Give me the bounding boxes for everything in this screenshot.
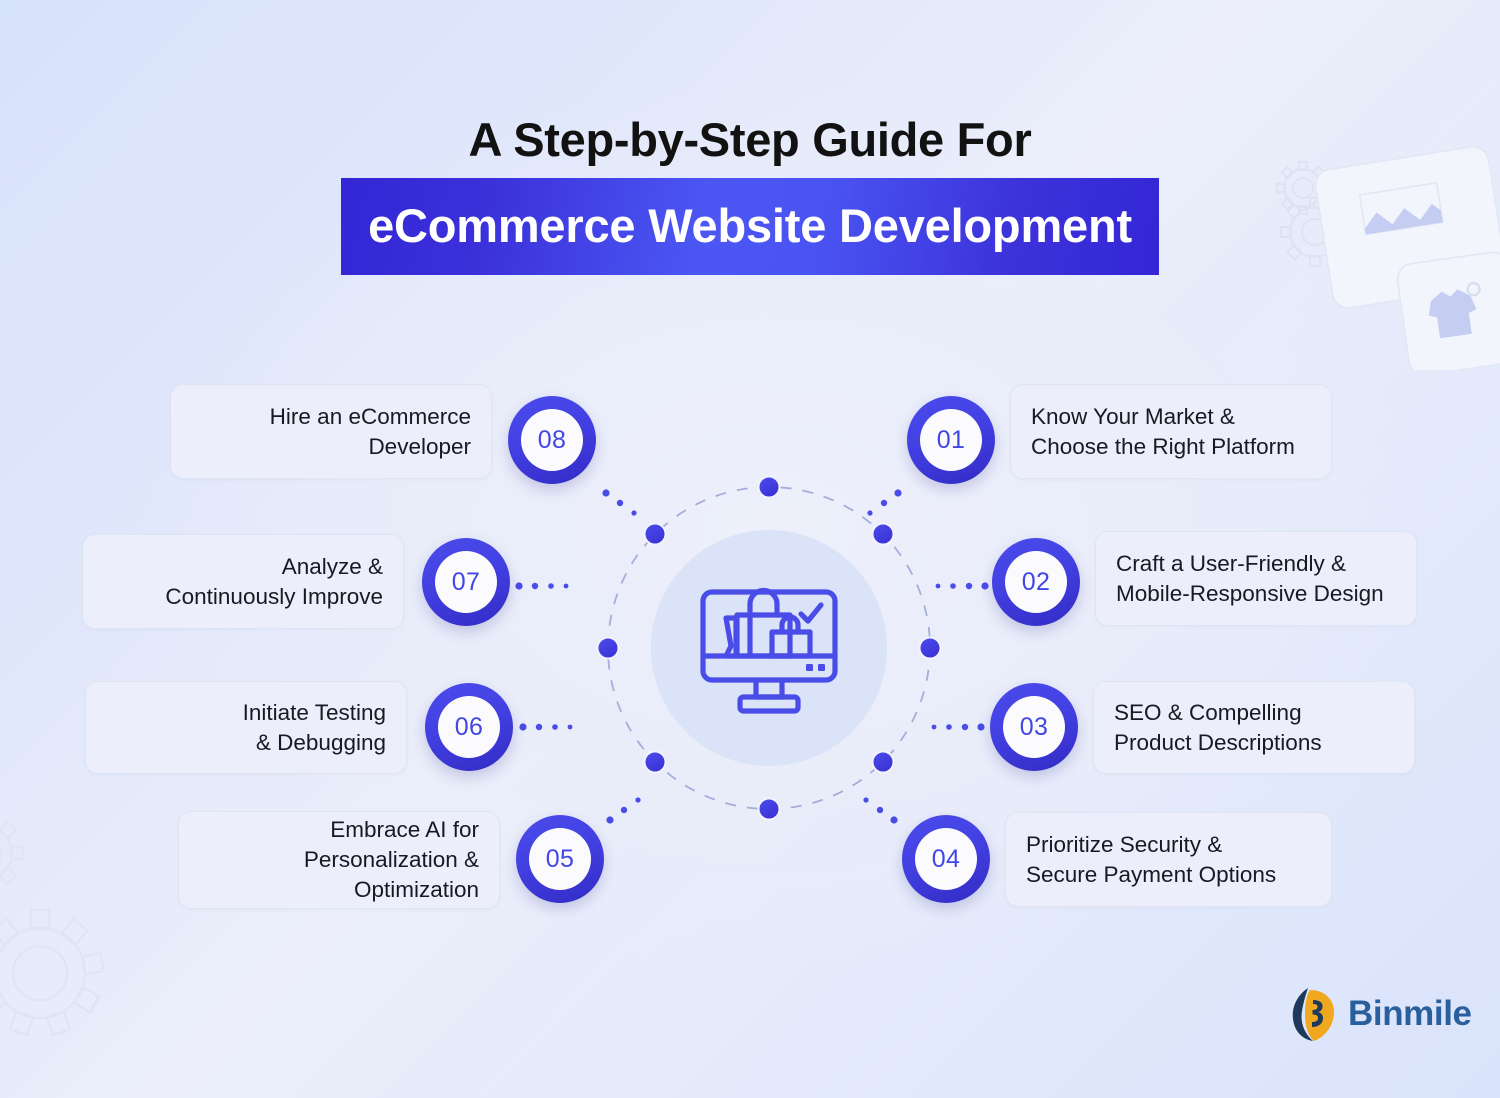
- step-card-01[interactable]: Know Your Market &Choose the Right Platf…: [1010, 384, 1332, 479]
- step-number-circle-05[interactable]: 05: [516, 815, 604, 903]
- brand-logo[interactable]: Binmile: [1288, 986, 1472, 1042]
- step-card-text-06: Initiate Testing& Debugging: [242, 699, 386, 755]
- binmile-b-logo-icon: [1292, 988, 1334, 1041]
- step-number-label-04: 04: [915, 828, 977, 890]
- step-number-label-05: 05: [529, 828, 591, 890]
- step-number-circle-07[interactable]: 07: [422, 538, 510, 626]
- step-number-label-07: 07: [435, 551, 497, 613]
- step-card-text-01: Know Your Market &Choose the Right Platf…: [1031, 403, 1295, 459]
- step-card-06[interactable]: Initiate Testing& Debugging: [85, 681, 407, 774]
- step-card-02[interactable]: Craft a User-Friendly &Mobile-Responsive…: [1095, 531, 1417, 626]
- step-number-label-03: 03: [1003, 696, 1065, 758]
- ring-node-dot-07: [643, 522, 667, 546]
- step-number-circle-03[interactable]: 03: [990, 683, 1078, 771]
- title-band-wrapper: eCommerce Website Development: [341, 178, 1159, 276]
- ecommerce-monitor-shopping-bags-icon: [700, 587, 838, 714]
- hub-inner-disc: [651, 530, 887, 766]
- step-number-circle-01[interactable]: 01: [907, 396, 995, 484]
- step-card-04[interactable]: Prioritize Security &Secure Payment Opti…: [1005, 812, 1332, 907]
- step-number-label-02: 02: [1005, 551, 1067, 613]
- step-number-label-08: 08: [521, 409, 583, 471]
- step-number-circle-02[interactable]: 02: [992, 538, 1080, 626]
- brand-name: Binmile: [1348, 994, 1472, 1033]
- ring-node-dot-03: [871, 750, 895, 774]
- ring-node-dot-04: [757, 797, 781, 821]
- ring-node-dot-05: [643, 750, 667, 774]
- step-card-07[interactable]: Analyze &Continuously Improve: [82, 534, 404, 629]
- ring-node-dot-01: [871, 522, 895, 546]
- ring-node-dot-08: [757, 475, 781, 499]
- step-card-text-02: Craft a User-Friendly &Mobile-Responsive…: [1116, 550, 1384, 606]
- step-number-circle-06[interactable]: 06: [425, 683, 513, 771]
- step-number-label-06: 06: [438, 696, 500, 758]
- step-number-label-01: 01: [920, 409, 982, 471]
- step-card-text-07: Analyze &Continuously Improve: [165, 553, 383, 609]
- center-hub: [583, 462, 955, 834]
- title-line-two-highlight: eCommerce Website Development: [341, 178, 1159, 276]
- page-title: A Step-by-Step Guide For eCommerce Websi…: [0, 112, 1500, 276]
- ring-node-dot-02: [918, 636, 942, 660]
- ring-node-dot-06: [596, 636, 620, 660]
- step-number-circle-04[interactable]: 04: [902, 815, 990, 903]
- step-number-circle-08[interactable]: 08: [508, 396, 596, 484]
- title-line-one: A Step-by-Step Guide For: [468, 113, 1032, 166]
- step-card-text-04: Prioritize Security &Secure Payment Opti…: [1026, 831, 1277, 887]
